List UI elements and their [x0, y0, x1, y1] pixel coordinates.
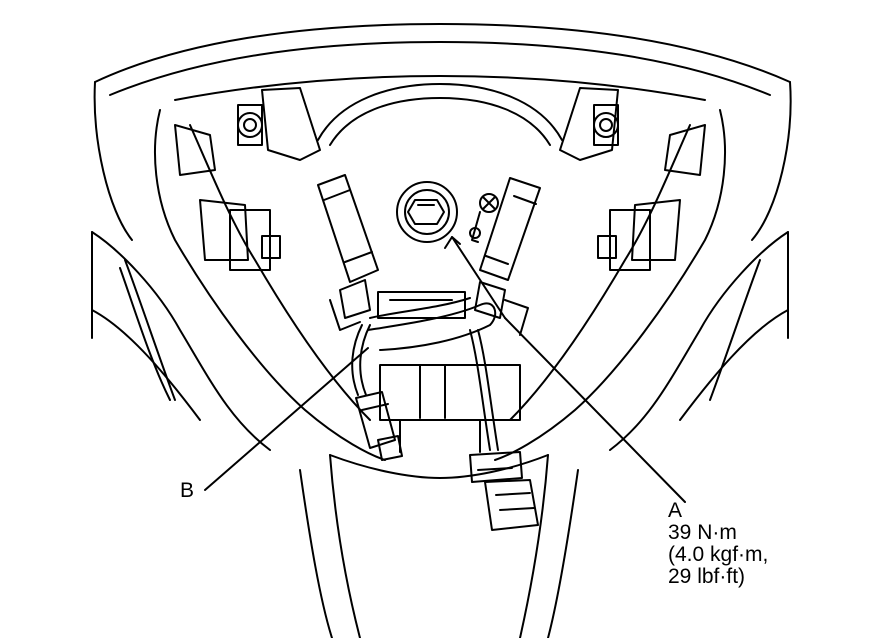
leader-line-a-bolt [451, 236, 506, 319]
steering-wheel-rim [93, 23, 792, 241]
callout-a-block: A 39 N·m (4.0 kgf·m, 29 lbf·ft) [668, 500, 768, 588]
left-bracket [174, 87, 321, 271]
horn-arc [317, 83, 563, 146]
leader-line-b [204, 347, 369, 491]
leader-arrow-a [444, 236, 461, 249]
center-bolt [396, 181, 458, 243]
torque-lbfft: 29 lbf·ft) [668, 565, 746, 588]
left-inflator-connector [317, 174, 379, 331]
callout-a-label: A [668, 499, 683, 522]
ground-terminal [469, 193, 499, 243]
right-inflator-connector [474, 177, 541, 336]
column-shroud [299, 454, 579, 638]
left-spoke [91, 231, 271, 451]
right-bracket [559, 87, 706, 271]
leader-line-a [504, 317, 686, 503]
torque-nm: 39 N·m [668, 521, 737, 544]
clock-spring-harness [367, 291, 521, 453]
right-harness-wire [469, 329, 539, 531]
left-harness-wire [351, 324, 403, 461]
right-spoke [609, 231, 789, 451]
torque-kgfm: (4.0 kgf·m, [668, 543, 769, 566]
callout-b-label: B [180, 479, 195, 502]
